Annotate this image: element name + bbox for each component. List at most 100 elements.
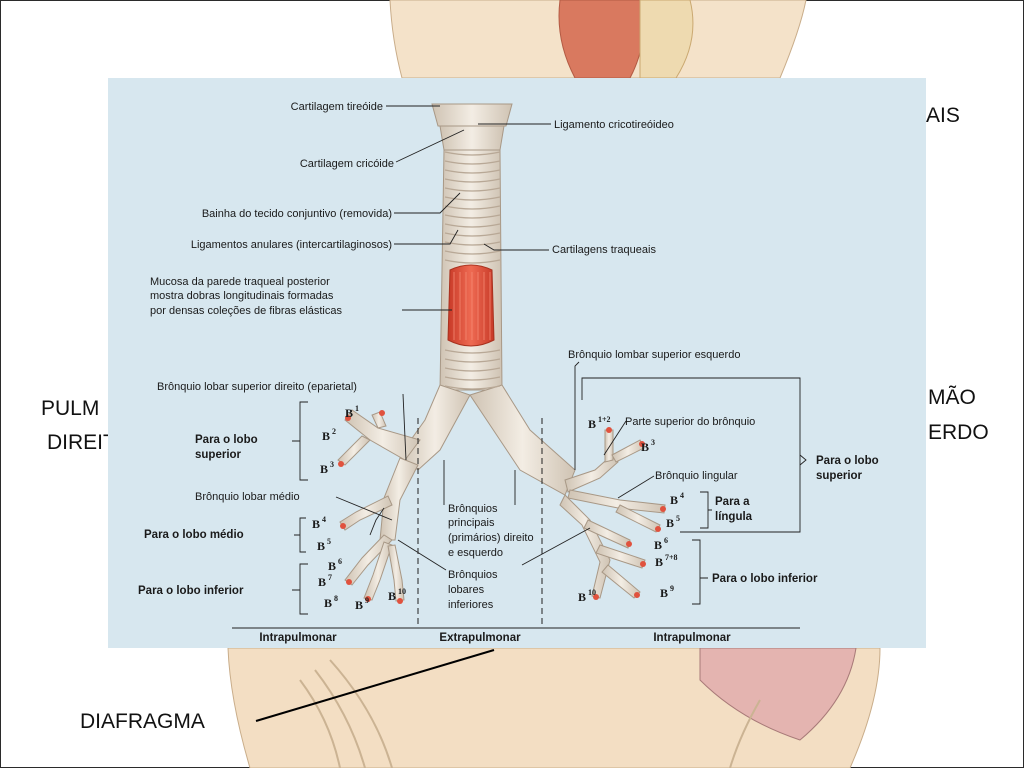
posterior-mucosa bbox=[447, 264, 495, 347]
left-lower-b6 bbox=[583, 519, 631, 549]
seg-right-b6-sup: 6 bbox=[664, 536, 668, 545]
seg-right-b3-sup: 3 bbox=[651, 438, 655, 447]
label-left-para-lobo-sup-2: superior bbox=[195, 449, 242, 461]
label-lobares-1: Brônquios bbox=[448, 569, 498, 581]
bronchus-tip bbox=[655, 526, 661, 532]
seg-left-b6-sup: 6 bbox=[338, 557, 342, 566]
seg-left-b3-sup: 3 bbox=[330, 460, 334, 469]
label-principais-4: e esquerdo bbox=[448, 547, 503, 559]
tracheal-ring bbox=[444, 250, 501, 255]
left-b12 bbox=[604, 429, 614, 463]
label-left-para-lobo-inf: Para o lobo inferior bbox=[138, 585, 244, 597]
tracheal-ring bbox=[444, 358, 501, 363]
seg-left-b7-sup: 7 bbox=[328, 573, 332, 582]
seg-right-b4-sup: 4 bbox=[680, 491, 684, 500]
tracheal-ring bbox=[444, 169, 501, 174]
label-pulmao-direito-line2: DIREIT bbox=[47, 431, 116, 454]
tracheal-ring bbox=[444, 187, 501, 192]
seg-left-b1-sup: 1 bbox=[355, 404, 359, 413]
left-lingula-b5 bbox=[615, 504, 661, 533]
label-ligamentos-anulares: Ligamentos anulares (intercartilaginosos… bbox=[191, 239, 392, 251]
label-bronquio-lobar-medio: Brônquio lobar médio bbox=[195, 491, 300, 503]
seg-left-b3: B bbox=[320, 462, 328, 476]
bronchus-tip bbox=[340, 523, 346, 529]
seg-left-b9: B bbox=[355, 598, 363, 612]
tracheal-ring bbox=[444, 385, 501, 390]
seg-right-b6: B bbox=[654, 538, 662, 552]
label-left-para-lobo-sup-1: Para o lobo bbox=[195, 434, 258, 446]
seg-right-b12-sup: 1+2 bbox=[598, 415, 611, 424]
label-lobares-3: inferiores bbox=[448, 599, 494, 611]
bronchus-tips bbox=[338, 410, 666, 604]
label-bainha: Bainha do tecido conjuntivo (removida) bbox=[202, 208, 392, 220]
tracheal-ring bbox=[444, 178, 501, 183]
label-bronquio-lombar-sup-esq: Brônquio lombar superior esquerdo bbox=[568, 349, 740, 361]
figure-svg: Cartilagem tireóide Cartilagem cricóide … bbox=[138, 101, 879, 644]
seg-right-b78: B bbox=[655, 555, 663, 569]
leader-lombar-sup bbox=[574, 361, 580, 470]
label-mucosa-2: mostra dobras longitudinais formadas bbox=[150, 290, 334, 302]
label-right-para-lobo-sup-1: Para o lobo bbox=[816, 455, 879, 467]
leader-lingular bbox=[617, 475, 655, 499]
leader-cartilagem-cricoide bbox=[395, 129, 465, 163]
left-lower-b9 bbox=[601, 564, 641, 599]
seg-right-b5: B bbox=[666, 516, 674, 530]
tracheal-ring bbox=[444, 196, 501, 201]
cricoid-cartilage bbox=[439, 125, 505, 151]
seg-right-b9: B bbox=[660, 586, 668, 600]
leader-cartilagens bbox=[483, 243, 549, 251]
label-diafragma: DIAFRAGMA bbox=[80, 710, 205, 733]
seg-left-b2: B bbox=[322, 429, 330, 443]
brace-left-lower bbox=[292, 563, 308, 615]
seg-right-b9-sup: 9 bbox=[670, 584, 674, 593]
leader-parte-superior bbox=[603, 420, 627, 456]
seg-right-b4: B bbox=[670, 493, 678, 507]
seg-left-b10: B bbox=[388, 589, 396, 603]
bronchus-tip bbox=[640, 561, 646, 567]
left-lingular bbox=[567, 489, 666, 514]
tracheal-ring bbox=[444, 259, 501, 264]
seg-right-b12: B bbox=[588, 417, 596, 431]
tracheal-ring bbox=[444, 241, 501, 246]
right-lower-3 bbox=[387, 544, 405, 602]
brace-left-middle bbox=[294, 517, 306, 553]
bronchus-tip bbox=[345, 415, 351, 421]
bronchus-tip bbox=[660, 506, 666, 512]
label-para-lobo-medio: Para o lobo médio bbox=[144, 529, 244, 541]
nasal-bone bbox=[639, 0, 694, 79]
bronchus-tip bbox=[397, 598, 403, 604]
label-principais-3: (primários) direito bbox=[448, 532, 534, 544]
seg-left-b9-sup: 9 bbox=[365, 596, 369, 605]
label-principais-1: Brônquios bbox=[448, 503, 498, 515]
right-segment-labels: B 1+2 B 3 B 4 B 5 B 6 B 7+8 B 9 B 10 bbox=[578, 415, 684, 604]
label-extrapulmonar: Extrapulmonar bbox=[439, 632, 521, 644]
right-lower-1 bbox=[344, 534, 393, 586]
label-pulmao-esquerdo-line1: MÃO bbox=[928, 386, 976, 409]
brace-lingula bbox=[700, 491, 712, 529]
tracheal-ring bbox=[444, 160, 501, 165]
leader-bainha bbox=[394, 192, 461, 214]
seg-left-b10-sup: 10 bbox=[398, 587, 406, 596]
brace-left-upper bbox=[292, 401, 308, 481]
seg-left-b6: B bbox=[328, 559, 336, 573]
bronchus-tip bbox=[606, 427, 612, 433]
leader-arrow-middle bbox=[369, 507, 385, 536]
seg-left-b1: B bbox=[345, 406, 353, 420]
seg-left-b7: B bbox=[318, 575, 326, 589]
leader-lobar-sup-dir bbox=[402, 393, 407, 461]
label-cartilagens-traqueais: Cartilagens traqueais bbox=[552, 244, 656, 256]
left-b3 bbox=[611, 439, 645, 463]
tracheal-ring bbox=[444, 376, 501, 381]
seg-left-b5: B bbox=[317, 539, 325, 553]
label-intrapulmonar-right: Intrapulmonar bbox=[653, 632, 731, 644]
left-main-bronchus bbox=[469, 384, 576, 496]
right-lower-2 bbox=[363, 541, 393, 601]
left-segment-labels: B 1 B 2 B 3 B 4 B 5 B 6 B 7 B 8 B 9 B 10 bbox=[312, 404, 406, 612]
trachea-bronchi-figure: Cartilagem tireóide Cartilagem cricóide … bbox=[108, 78, 926, 648]
seg-left-b8-sup: 8 bbox=[334, 594, 338, 603]
right-main-bronchus bbox=[399, 384, 471, 471]
tracheal-ring bbox=[444, 205, 501, 210]
label-top-right-partial: AIS bbox=[926, 104, 960, 127]
bracket-right-upper-outline bbox=[581, 377, 801, 533]
